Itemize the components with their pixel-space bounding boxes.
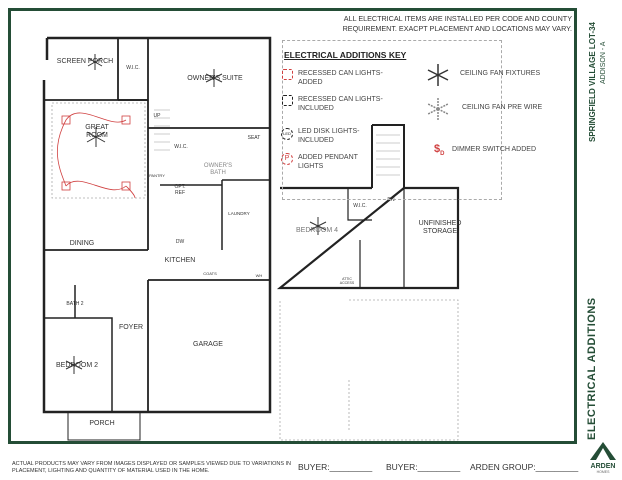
disclaimer: ACTUAL PRODUCTS MAY VARY FROM IMAGES DIS… [12,461,292,475]
recessed-can-included-icon [282,95,293,106]
recessed-can-added-icon [282,69,293,80]
room-dining: DINING [69,240,95,247]
key-item-pendant: ADDED PENDANT LIGHTS [298,154,358,170]
room-bath-2: BATH 2 [66,301,84,307]
main-floor-walls [42,36,272,414]
stairs-up: UP [153,113,161,119]
ceiling-fan-prewire-icon [427,98,449,120]
room-owners-bath: OWNER'S BATH [203,163,233,176]
sheet-title: ELECTRICAL ADDITIONS [586,297,598,440]
ceiling-fans [65,54,327,374]
water-heater: WH [255,273,263,278]
model-name: ADDISON - A [600,41,607,84]
room-porch: PORCH [89,420,115,427]
key-item-dimmer: DIMMER SWITCH ADDED [452,146,536,153]
room-pantry: PANTRY [149,173,165,178]
room-bedroom-4: BEDROOM 4 [295,227,338,234]
room-screen-porch: SCREEN PORCH [56,58,114,65]
buyer-signature-1: BUYER:_________ [298,462,373,472]
electrical-key [282,40,502,200]
electrical-note: ALL ELECTRICAL ITEMS ARE INSTALLED PER C… [342,14,572,33]
attic-access: ATTIC ACCESS [339,277,355,285]
dimmer-switch-icon: $D [434,143,445,158]
stairs-down: DN [387,197,395,203]
room-wic-2: W.I.C. [174,144,188,150]
added-recessed-lights [57,112,136,199]
room-wic: W.I.C. [126,65,140,71]
room-seat: SEAT [247,135,261,141]
room-wic-3: W.I.C. [353,203,367,209]
project-name: SPRINGFIELD VILLAGE LOT-34 [588,21,597,142]
room-foyer: FOYER [118,324,144,331]
room-garage: GARAGE [193,341,223,348]
arden-group-signature: ARDEN GROUP:_________ [470,462,579,472]
key-title: ELECTRICAL ADDITIONS KEY [284,50,407,60]
room-kitchen: KITCHEN [164,257,196,264]
room-unfinished-storage: UNFINISHED STORAGE [418,220,462,235]
room-bedroom-2: BEDROOM 2 [55,362,98,369]
upper-floor-walls [276,186,460,290]
ceiling-fan-icon [427,64,449,86]
buyer-signature-2: BUYER:_________ [386,462,461,472]
key-item-recessed-added: RECESSED CAN LIGHTS-ADDED [298,70,383,86]
arden-triangle-icon [590,442,616,460]
drawing-frame [8,8,577,444]
pendant-icon: P [281,153,293,165]
room-laundry: LAUNDRY [228,211,250,216]
key-item-ceiling-fan: CEILING FAN FIXTURES [460,70,541,77]
key-item-led-disk: LED DISK LIGHTS-INCLUDED [298,128,360,144]
key-item-ceiling-fan-prewire: CEILING FAN PRE WIRE [462,104,543,111]
opt-ref: OPT. REF [174,184,186,196]
led-disk-icon: LED [281,128,293,140]
coats-closet: COATS [203,271,217,276]
dishwasher: DW [175,239,185,245]
room-great-room: GREAT ROOM [85,124,109,139]
key-item-recessed-included: RECESSED CAN LIGHTS-INCLUDED [298,96,383,112]
arden-logo: ARDEN HOMES [586,440,620,474]
room-owners-suite: OWNER'S SUITE [187,75,243,82]
